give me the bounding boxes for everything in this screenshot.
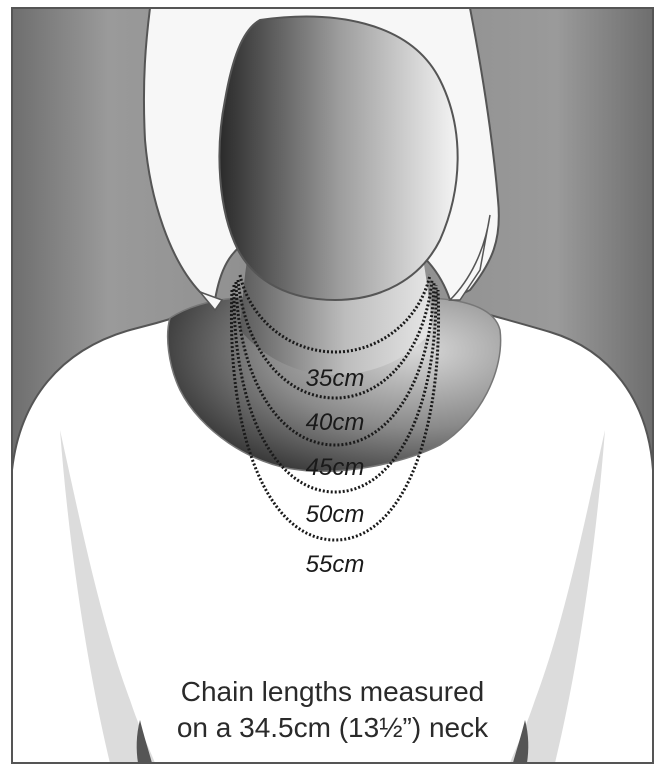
label-35cm: 35cm [306, 365, 365, 392]
caption-line-1: Chain lengths measured [0, 674, 665, 710]
face [219, 17, 457, 300]
label-55cm: 55cm [306, 551, 365, 578]
caption-line-2: on a 34.5cm (13½”) neck [0, 710, 665, 746]
label-50cm: 50cm [306, 501, 365, 528]
label-45cm: 45cm [306, 454, 365, 481]
label-40cm: 40cm [306, 409, 365, 436]
